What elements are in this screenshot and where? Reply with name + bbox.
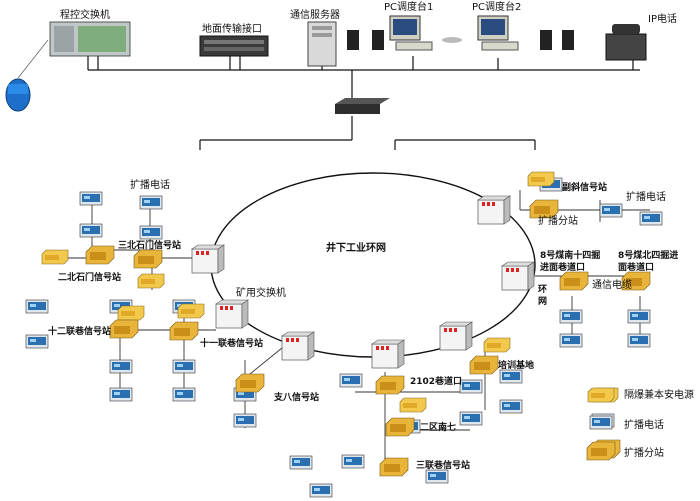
broadcast-sub-label: 扩播分站 (538, 216, 578, 227)
coal8-north-label: 8号煤北四掘进面巷道口 (618, 251, 679, 273)
pc2-label: PC调度台2 (472, 2, 522, 13)
legend-label-phone: 扩播电话 (624, 420, 664, 431)
legend-label-substation: 扩播分站 (624, 448, 664, 459)
pc1-icon (347, 15, 462, 51)
comm-server-label: 通信服务器 (290, 10, 340, 21)
broadcast-phone-icon (589, 415, 613, 430)
pbx-icon (49, 21, 131, 57)
pc1-label: PC调度台1 (384, 2, 434, 13)
erqu-nan7-label: 二区南七 (420, 423, 457, 433)
shier-station-label: 十二联巷信号站 (48, 327, 112, 337)
ip-phone-label: IP电话 (648, 14, 677, 25)
broadcast-phone-right-label: 扩播电话 (626, 192, 666, 203)
pc2-icon (477, 15, 574, 51)
phone-line (17, 39, 49, 79)
ring-switch-icon (371, 339, 405, 369)
mine-switch-label: 矿用交换机 (236, 288, 286, 299)
sanlian-station-label: 三联巷信号站 (416, 461, 471, 471)
ring-switch-icon (215, 299, 249, 329)
peixun-label: 培训基地 (498, 361, 535, 371)
ring-switch-icon (439, 321, 473, 351)
erbei-station-label: 二北石门信号站 (58, 273, 122, 283)
legend-label-power: 隔爆兼本安电源 (624, 390, 694, 401)
comm-server-icon (307, 21, 337, 67)
core-switch-icon (335, 98, 390, 114)
ring-title: 井下工业环网 (326, 243, 386, 254)
legend-icons (586, 387, 616, 461)
fuxie-station-label: 副斜信号站 (562, 183, 608, 193)
coal8-south-label: 8号煤南十四掘进面巷道口 (540, 251, 601, 273)
ip-phone-icon (605, 24, 647, 61)
xiangkou-2102-label: 2102巷道口 (410, 377, 463, 387)
ring-switch-icon (281, 331, 315, 361)
pbx-label: 程控交换机 (60, 10, 110, 21)
ring-switch-icon (191, 244, 225, 274)
power-supply-icon (587, 387, 615, 403)
ground-interface-icon (199, 35, 269, 57)
broadcast-phone-left-label: 扩播电话 (130, 180, 170, 191)
broadcast-substation-icon (586, 441, 616, 461)
sanbei-station-label: 三北石门信号站 (118, 241, 182, 251)
zhiba-station-label: 支八信号站 (274, 393, 320, 403)
comm-cable-label: 通信电缆 (592, 280, 632, 291)
ring-switch-icon (501, 261, 535, 291)
ring-net-label: 环网 (538, 285, 548, 307)
shiyi-station-label: 十一联巷信号站 (200, 339, 264, 349)
ground-interface-label: 地面传输接口 (202, 24, 262, 35)
ring-switch-icon (477, 195, 511, 225)
dispatch-phone-icon (5, 78, 31, 112)
